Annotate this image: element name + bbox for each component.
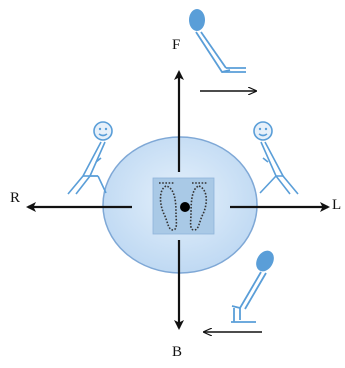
label-right: R bbox=[10, 190, 21, 206]
center-dot bbox=[180, 202, 190, 212]
smiley-face-icon-left bbox=[67, 121, 113, 195]
smiley-face-icon-right bbox=[253, 121, 299, 195]
footprints-icon bbox=[152, 177, 215, 235]
axis-arrows bbox=[26, 70, 330, 330]
seated-person-icon-bottom bbox=[231, 250, 274, 323]
label-left: L bbox=[332, 197, 342, 213]
seated-person-icon-top bbox=[189, 9, 246, 74]
label-forward: F bbox=[172, 37, 181, 53]
label-backward: B bbox=[172, 344, 183, 360]
